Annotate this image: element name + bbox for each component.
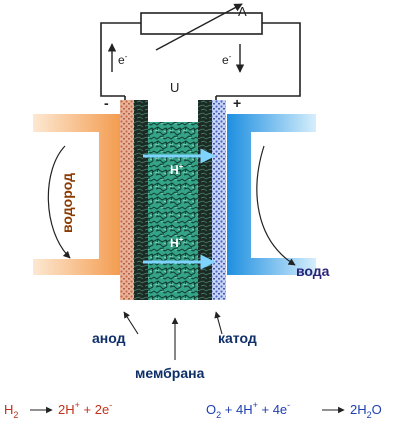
- anode-pointer-icon: [123, 311, 139, 335]
- voltage-label: U: [170, 80, 179, 95]
- plus-terminal-label: +: [233, 95, 241, 111]
- cathode-catalyst-layer: [198, 100, 212, 300]
- cathode-pointer-icon: [214, 311, 223, 335]
- anode-equation-reactant: H2: [4, 402, 18, 420]
- cathode-electrode: [212, 100, 226, 300]
- air-label: воздух: [274, 178, 290, 227]
- ammeter-resistor: [140, 12, 263, 35]
- air-flow-arrow-icon: [256, 145, 296, 266]
- electron-label-right: e-: [222, 52, 232, 67]
- minus-terminal-label: -: [104, 95, 109, 111]
- hydrogen-flow-arrow-icon: [47, 145, 71, 259]
- anode-label: анод: [92, 330, 126, 346]
- anode-equation: H2 2H+ + 2e-: [4, 400, 112, 420]
- electron-label-left: e-: [118, 52, 128, 67]
- anode-electrode: [120, 100, 134, 300]
- proton-label-bottom: H+: [170, 235, 184, 250]
- circuit-wire-left: [100, 22, 141, 97]
- anode-equation-products: 2H+ + 2e-: [58, 400, 112, 417]
- circuit-wire-right: [216, 22, 301, 97]
- cathode-equation: O2 + 4H+ + 4e- 2H2O: [206, 400, 382, 420]
- proton-label-top: H+: [170, 162, 184, 177]
- cathode-equation-product: 2H2O: [350, 402, 382, 420]
- water-label: вода: [296, 263, 330, 279]
- ammeter-arrow-icon: [155, 3, 243, 51]
- cathode-equation-reactants: O2 + 4H+ + 4e-: [206, 400, 290, 420]
- external-circuit: [100, 3, 301, 101]
- membrane: [148, 122, 198, 300]
- hydrogen-label: водород: [59, 173, 75, 233]
- anode-catalyst-layer: [134, 100, 148, 300]
- ammeter-label: A: [238, 4, 247, 19]
- air-chamber: [227, 114, 316, 275]
- membrane-label: мембрана: [135, 365, 205, 381]
- hydrogen-chamber: [33, 114, 123, 275]
- cathode-label: катод: [218, 330, 257, 346]
